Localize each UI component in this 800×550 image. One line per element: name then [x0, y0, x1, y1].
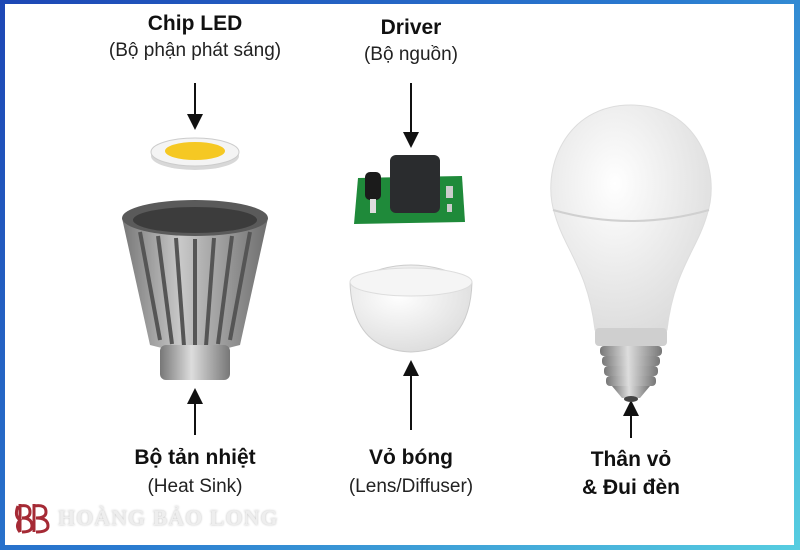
chip-led-subtitle: (Bộ phận phát sáng)	[108, 40, 282, 61]
chip-led-label: Chip LED (Bộ phận phát sáng)	[60, 12, 330, 62]
lens-label: Vỏ bóng (Lens/Diffuser)	[311, 446, 511, 498]
chip-led-title: Chip LED	[147, 12, 243, 35]
watermark-text: HOÀNG BẢO LONG	[58, 505, 279, 530]
watermark-logo-icon	[14, 504, 50, 534]
driver-title: Driver	[380, 16, 442, 39]
heat-sink-icon	[122, 200, 268, 380]
led-bulb-icon	[550, 104, 712, 402]
lens-diffuser-icon	[349, 264, 473, 353]
driver-label: Driver (Bộ nguồn)	[311, 16, 511, 66]
heat-sink-title: Bộ tản nhiệt	[134, 446, 256, 469]
led-chip-icon	[150, 137, 240, 170]
driver-subtitle: (Bộ nguồn)	[363, 44, 458, 65]
lens-subtitle: (Lens/Diffuser)	[348, 476, 474, 497]
body-title-line2: & Đui đèn	[582, 476, 680, 499]
heat-sink-subtitle: (Heat Sink)	[147, 476, 243, 497]
heat-sink-label: Bộ tản nhiệt (Heat Sink)	[90, 446, 300, 498]
lens-title: Vỏ bóng	[369, 446, 453, 469]
driver-pcb-icon	[354, 155, 465, 224]
body-title-line1: Thân vỏ	[590, 448, 672, 471]
body-label: Thân vỏ & Đui đèn	[540, 448, 722, 500]
watermark: HOÀNG BẢO LONG	[12, 500, 279, 536]
